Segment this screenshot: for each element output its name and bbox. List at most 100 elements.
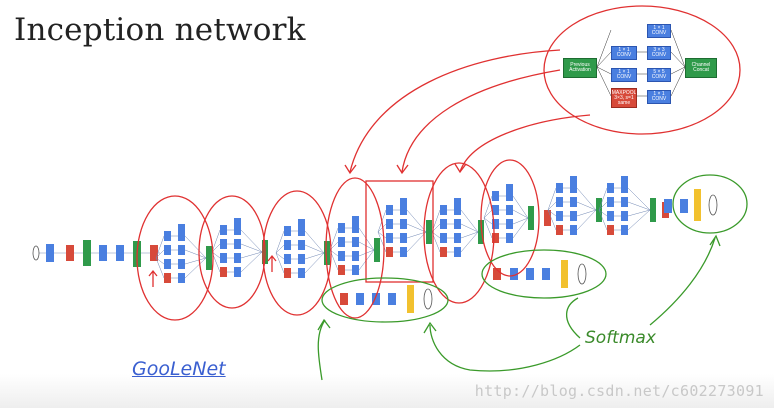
- module-9-top-conv: [621, 176, 628, 186]
- module-3-branch-a-2: [284, 240, 291, 250]
- module-2-branch-b-4: [234, 267, 241, 277]
- module-1-branch-a-1: [164, 231, 171, 241]
- module-connection: [460, 231, 479, 253]
- module-5-concat: [426, 220, 432, 244]
- module-7-pool: [544, 210, 551, 226]
- watermark: http://blog.csdn.net/c602273091: [474, 382, 764, 400]
- red-circle-module-1: [136, 195, 214, 321]
- module-6-branch-a-1: [440, 205, 447, 215]
- module-9-branch-a-4: [607, 225, 614, 235]
- green-circle-aux-2: [481, 249, 607, 299]
- green-arrow-4: [649, 237, 716, 326]
- module-connection: [460, 231, 479, 239]
- module-3-branch-a-4: [284, 268, 291, 278]
- module-5-branch-b-3: [400, 233, 407, 243]
- stem-conv-2: [99, 245, 107, 261]
- module-3-branch-a-1: [284, 226, 291, 236]
- module-6-branch-b-2: [454, 219, 461, 229]
- module-3-branch-b-2: [298, 240, 305, 250]
- module-5-branch-a-4: [386, 247, 393, 257]
- green-arrowhead-3: [709, 234, 721, 247]
- module-9-branch-b-2: [621, 197, 628, 207]
- module-connection: [512, 217, 529, 239]
- module-connection: [512, 195, 529, 219]
- module-connection: [406, 231, 427, 239]
- module-1-branch-b-2: [178, 245, 185, 255]
- red-arrow-2: [401, 69, 561, 173]
- module-2-branch-a-2: [220, 239, 227, 249]
- green-arrow-3: [565, 297, 581, 339]
- red-circle-module-4: [325, 177, 385, 319]
- final-softmax: [694, 189, 701, 221]
- red-annotations: [136, 5, 741, 321]
- red-circle-module-7: [480, 159, 540, 277]
- module-4-branch-a-1: [338, 223, 345, 233]
- module-1-branch-a-2: [164, 245, 171, 255]
- googlenet-annotation: GooLeNet: [132, 358, 226, 380]
- module-8-branch-a-1: [556, 183, 563, 193]
- stem-pool-2: [150, 245, 158, 261]
- module-7-concat: [528, 206, 534, 230]
- module-connection: [627, 187, 651, 211]
- module-connection: [275, 252, 285, 274]
- module-1-branch-a-3: [164, 259, 171, 269]
- module-connection: [275, 252, 285, 260]
- module-5-top-conv: [400, 198, 407, 208]
- conv-5x5-box: 5 × 5 CONV: [647, 68, 671, 82]
- stem-layers: [32, 240, 158, 267]
- module-connection: [240, 229, 263, 253]
- module-3-branch-b-1: [298, 226, 305, 236]
- module-connection: [184, 249, 207, 259]
- module-7-branch-a-1: [492, 191, 499, 201]
- module-2-branch-b-1: [234, 225, 241, 235]
- module-8-branch-a-3: [556, 211, 563, 221]
- red-tick-arrow-2: [267, 254, 277, 272]
- module-8-branch-b-4: [570, 225, 577, 235]
- aux1-pool: [340, 293, 348, 305]
- previous-activation-box: Previous Activation: [563, 58, 597, 78]
- module-7-branch-b-4: [506, 233, 513, 243]
- module-connection: [483, 195, 493, 219]
- module-2-branch-a-1: [220, 225, 227, 235]
- module-connection: [304, 230, 325, 254]
- green-arrow-1: [317, 319, 326, 381]
- module-connection: [576, 201, 597, 211]
- module-7-branch-a-4: [492, 233, 499, 243]
- final-pool: [664, 199, 672, 213]
- module-3-branch-b-3: [298, 254, 305, 264]
- module-7-branch-a-3: [492, 219, 499, 229]
- module-connection: [406, 231, 427, 253]
- module-2-branch-a-3: [220, 253, 227, 263]
- module-connection: [512, 217, 529, 225]
- conv-1x1-b-box: 1 × 1 CONV: [611, 68, 637, 82]
- aux2-pool: [493, 268, 501, 280]
- aux1-softmax: [407, 285, 414, 313]
- module-9-branch-a-2: [607, 197, 614, 207]
- inception-modules: [155, 176, 669, 283]
- green-arrowhead-1: [317, 318, 331, 331]
- channel-concat-box: Channel Concat: [685, 58, 717, 78]
- module-connection: [576, 209, 597, 231]
- red-arrow-1: [349, 49, 561, 173]
- module-8-branch-b-2: [570, 197, 577, 207]
- module-connection: [547, 209, 557, 217]
- module-4-concat: [374, 238, 380, 262]
- green-annotations: [317, 174, 748, 381]
- module-5-branch-b-1: [400, 205, 407, 215]
- module-connection: [377, 231, 387, 253]
- aux-classifier-1: [340, 285, 433, 313]
- module-9-branch-a-3: [607, 211, 614, 221]
- module-8-branch-b-3: [570, 211, 577, 221]
- module-connection: [155, 257, 165, 265]
- conv-1x1-a-box: 1 × 1 CONV: [611, 46, 637, 60]
- aux2-softmax: [561, 260, 568, 288]
- module-1-concat: [206, 246, 212, 270]
- module-connection: [547, 187, 557, 211]
- module-1-branch-b-3: [178, 259, 185, 269]
- final-classifier: [664, 189, 718, 221]
- module-connection: [576, 187, 597, 211]
- module-connection: [240, 251, 263, 273]
- aux1-conv: [356, 293, 364, 305]
- module-9-branch-b-4: [621, 225, 628, 235]
- module-connection: [184, 257, 207, 265]
